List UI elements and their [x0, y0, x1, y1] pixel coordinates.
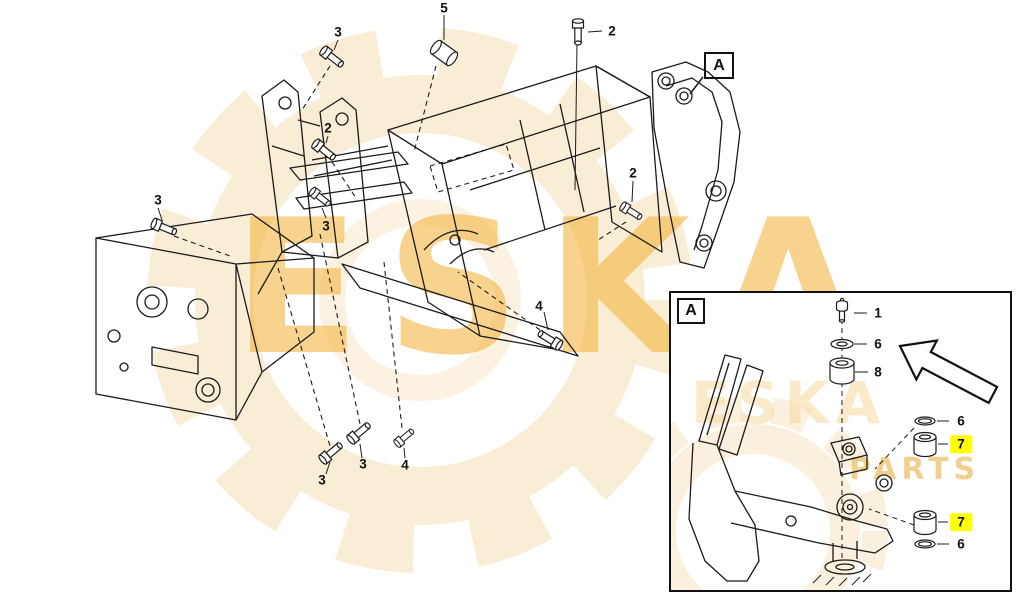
bushing-icon [829, 357, 855, 385]
part-callout-highlighted: 7 [950, 513, 972, 531]
leader-lines-dashed [173, 65, 627, 447]
direction-arrow-icon [898, 339, 999, 405]
part-callout: 3 [318, 472, 326, 488]
frame-right-bracket [651, 61, 741, 269]
frame-tower-plates [257, 79, 413, 295]
bolt-icon [344, 419, 374, 446]
frame-main-plates [311, 65, 663, 357]
bolt-icon [307, 185, 334, 210]
bolt-icon [316, 439, 346, 466]
bolt-icon [317, 44, 347, 71]
part-callout: 4 [401, 457, 409, 473]
bolt-icon [617, 200, 645, 223]
part-callout: 1 [874, 305, 882, 321]
oring-icon [914, 416, 936, 426]
watermark-gear-icon [147, 27, 693, 573]
part-callout: 4 [535, 298, 543, 314]
oring-icon [914, 539, 936, 549]
part-callout: 3 [334, 24, 342, 40]
bolt-icon [835, 297, 849, 323]
bushing-icon [913, 509, 937, 536]
part-callout: 3 [359, 456, 367, 472]
detail-view-a: ESKA PARTS [669, 291, 1012, 592]
part-callout: 2 [629, 165, 637, 181]
bushing-icon [913, 431, 937, 458]
detail-leader-lines [854, 312, 949, 545]
part-callout: 3 [154, 192, 162, 208]
view-reference-label: A [704, 52, 734, 79]
detail-part-icons [829, 297, 937, 549]
bolt-icon [571, 18, 585, 46]
part-callout: 2 [608, 23, 616, 39]
part-callout: 8 [874, 364, 882, 380]
part-callout-highlighted: 7 [950, 435, 972, 453]
bolt-icon [392, 426, 417, 449]
detail-box-label: A [677, 298, 705, 324]
washer-icon [830, 338, 854, 350]
watermark-gear-icon [671, 396, 888, 590]
watermark-sub-text: PARTS [849, 452, 980, 487]
bushing-icon [427, 37, 461, 69]
part-callout: 6 [957, 413, 965, 429]
part-callout: 2 [324, 120, 332, 136]
detail-dashed-lines [841, 319, 915, 561]
part-callout: 5 [440, 0, 448, 16]
frame-lower-box [95, 213, 315, 421]
leader-lines-solid [157, 15, 704, 475]
part-callout: 6 [874, 336, 882, 352]
bolt-icon [149, 216, 179, 239]
part-callout: 3 [322, 218, 330, 234]
detail-frame-linework [688, 354, 894, 587]
inset-watermark-layer: ESKA PARTS [671, 369, 980, 590]
part-callout: 6 [957, 536, 965, 552]
detail-linework [688, 297, 999, 587]
